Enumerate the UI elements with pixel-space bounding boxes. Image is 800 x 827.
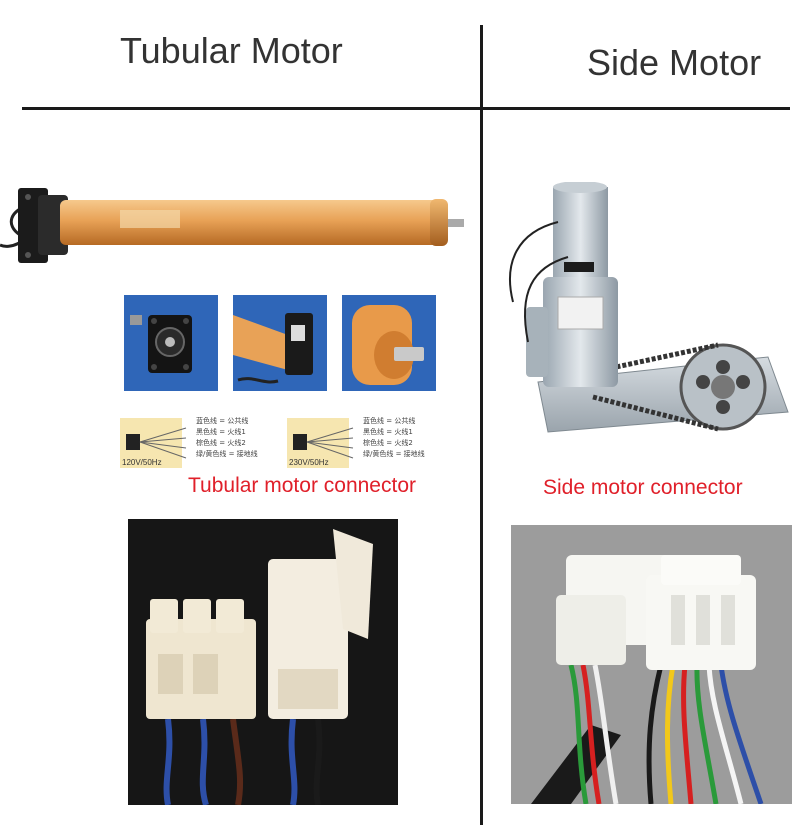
- wiring-line: 蓝色线 = 公共线: [196, 417, 249, 425]
- side-motor-title: Side Motor: [587, 42, 762, 83]
- motor-head-thumbnail: [124, 295, 218, 391]
- wiring-line: 绿/黄色线 = 接地线: [363, 450, 425, 458]
- wiring-line: 棕色线 = 火线2: [363, 439, 413, 447]
- tubular-motor-photo: [0, 175, 470, 275]
- wiring-diagram-120v: 120V/50Hz 蓝色线 = 公共线 黑色线 = 火线1 棕色线 = 火线2 …: [120, 414, 295, 470]
- motor-bracket-thumbnail: [233, 295, 327, 391]
- wiring-diagram-230v: 230V/50Hz 蓝色线 = 公共线 黑色线 = 火线1 棕色线 = 火线2 …: [287, 414, 462, 470]
- wiring-line: 黑色线 = 火线1: [363, 428, 413, 436]
- side-motor-photo: [498, 182, 796, 437]
- side-connector-caption: Side motor connector: [543, 476, 743, 499]
- voltage-label: 230V/50Hz: [289, 458, 329, 467]
- wiring-legend: 蓝色线 = 公共线 黑色线 = 火线1 棕色线 = 火线2 绿/黄色线 = 接地…: [196, 416, 258, 460]
- wiring-line: 绿/黄色线 = 接地线: [196, 450, 258, 458]
- wiring-legend: 蓝色线 = 公共线 黑色线 = 火线1 棕色线 = 火线2 绿/黄色线 = 接地…: [363, 416, 425, 460]
- wiring-line: 蓝色线 = 公共线: [363, 417, 416, 425]
- wiring-line: 棕色线 = 火线2: [196, 439, 246, 447]
- column-divider: [480, 25, 483, 825]
- tubular-connector-caption: Tubular motor connector: [188, 474, 416, 497]
- tubular-motor-title: Tubular Motor: [120, 30, 343, 71]
- side-connector-photo: [511, 525, 792, 804]
- voltage-label: 120V/50Hz: [122, 458, 162, 467]
- tubular-connector-photo: [128, 519, 398, 805]
- header-divider: [22, 107, 790, 110]
- wiring-line: 黑色线 = 火线1: [196, 428, 246, 436]
- motor-end-thumbnail: [342, 295, 436, 391]
